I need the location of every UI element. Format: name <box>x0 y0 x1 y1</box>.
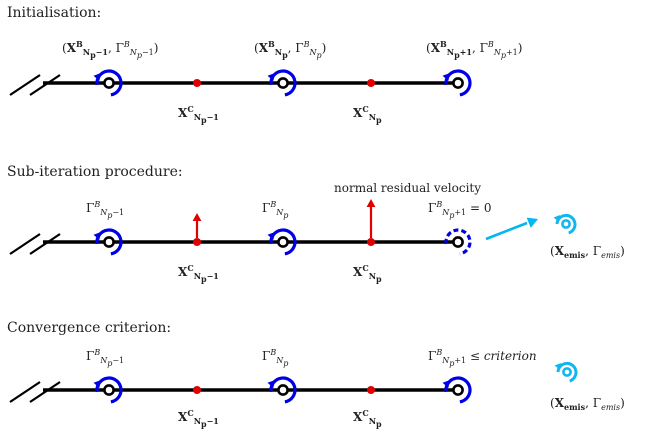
residual-arrow-np-head <box>366 199 376 207</box>
panel2-vortex-np-plus-1-core <box>452 236 464 248</box>
panel1-control-point-np-minus-1 <box>193 79 201 87</box>
panel1-vortex-np-minus-1-swirl-arrowhead <box>93 73 101 81</box>
label-bound-vortex-np-plus-1: (XBNp+1, ΓBNp+1) <box>426 39 523 60</box>
emitted-vortex-panel2-core <box>561 219 571 229</box>
panel1-truncation-mark-a <box>9 74 41 96</box>
panel1-vortex-np-plus-1-swirl-arrowhead <box>442 73 450 81</box>
label-gamma-np-minus-1: ΓBNp−1 <box>86 200 125 220</box>
panel2-vortex-np-core <box>277 236 289 248</box>
panel2-vortex-np-plus-1-swirl <box>444 228 472 256</box>
panel1-vortex-np-minus-1-core <box>103 77 115 89</box>
emitted-vortex-panel2-swirl-arrowhead <box>553 215 560 222</box>
label-gamma-np-plus-1-zero: ΓBNp+1 = 0 <box>428 200 492 220</box>
section-title-sub-iteration: Sub-iteration procedure: <box>7 164 183 180</box>
panel1-vortex-np-core <box>277 77 289 89</box>
panel1-vortex-np-swirl-arrowhead <box>267 73 275 81</box>
label-control-point-np: XCNp <box>353 263 382 284</box>
label-gamma-np-minus-1: ΓBNp−1 <box>86 348 125 368</box>
panel1-vortex-np-plus-1-core <box>452 77 464 89</box>
residual-arrow-np-minus-1-head <box>192 213 202 221</box>
panel2-control-point-np <box>367 238 375 246</box>
panel2-truncation-mark-b <box>29 233 61 255</box>
panel3-control-point-np-minus-1 <box>193 386 201 394</box>
panel3-vortex-np-core <box>277 384 289 396</box>
panel2-vortex-np-minus-1-core <box>103 236 115 248</box>
label-emitted-vortex: (Xemis, Γemis) <box>550 244 625 260</box>
panel3-vortex-np-plus-1-swirl-arrowhead <box>442 380 450 388</box>
label-control-point-np-minus-1: XCNp−1 <box>178 408 219 429</box>
label-control-point-np-minus-1: XCNp−1 <box>178 263 219 284</box>
emitted-vortex-panel3-core <box>562 367 572 377</box>
label-bound-vortex-np-minus-1: (XBNp−1, ΓBNp−1) <box>62 39 159 60</box>
panel3-vortex-np-minus-1-swirl-arrowhead <box>93 380 101 388</box>
emission-arrow-shaft <box>485 221 528 241</box>
label-gamma-np-plus-1-criterion: ΓBNp+1 ≤ criterion <box>428 348 537 368</box>
section-title-convergence: Convergence criterion: <box>7 320 172 336</box>
emitted-vortex-panel3-swirl-arrowhead <box>554 363 561 370</box>
label-control-point-np: XCNp <box>353 104 382 125</box>
panel1-control-point-np <box>367 79 375 87</box>
label-control-point-np: XCNp <box>353 408 382 429</box>
panel2-vortex-np-swirl-arrowhead <box>267 232 275 240</box>
panel3-truncation-mark-a <box>9 381 41 403</box>
label-gamma-np: ΓBNp <box>262 348 289 368</box>
emission-arrow-head <box>526 217 538 228</box>
label-normal-residual-velocity: normal residual velocity <box>334 181 482 195</box>
label-emitted-vortex: (Xemis, Γemis) <box>550 396 625 412</box>
panel3-vortex-np-swirl-arrowhead <box>267 380 275 388</box>
panel2-truncation-mark-a <box>9 233 41 255</box>
label-control-point-np-minus-1: XCNp−1 <box>178 104 219 125</box>
label-gamma-np: ΓBNp <box>262 200 289 220</box>
panel3-vortex-np-plus-1-core <box>452 384 464 396</box>
label-bound-vortex-np: (XBNp, ΓBNp) <box>254 39 327 60</box>
panel3-vortex-np-minus-1-core <box>103 384 115 396</box>
panel1-truncation-mark-b <box>29 74 61 96</box>
panel3-truncation-mark-b <box>29 381 61 403</box>
section-title-initialisation: Initialisation: <box>7 5 102 21</box>
panel3-control-point-np <box>367 386 375 394</box>
panel2-vortex-np-minus-1-swirl-arrowhead <box>93 232 101 240</box>
panel2-control-point-np-minus-1 <box>193 238 201 246</box>
